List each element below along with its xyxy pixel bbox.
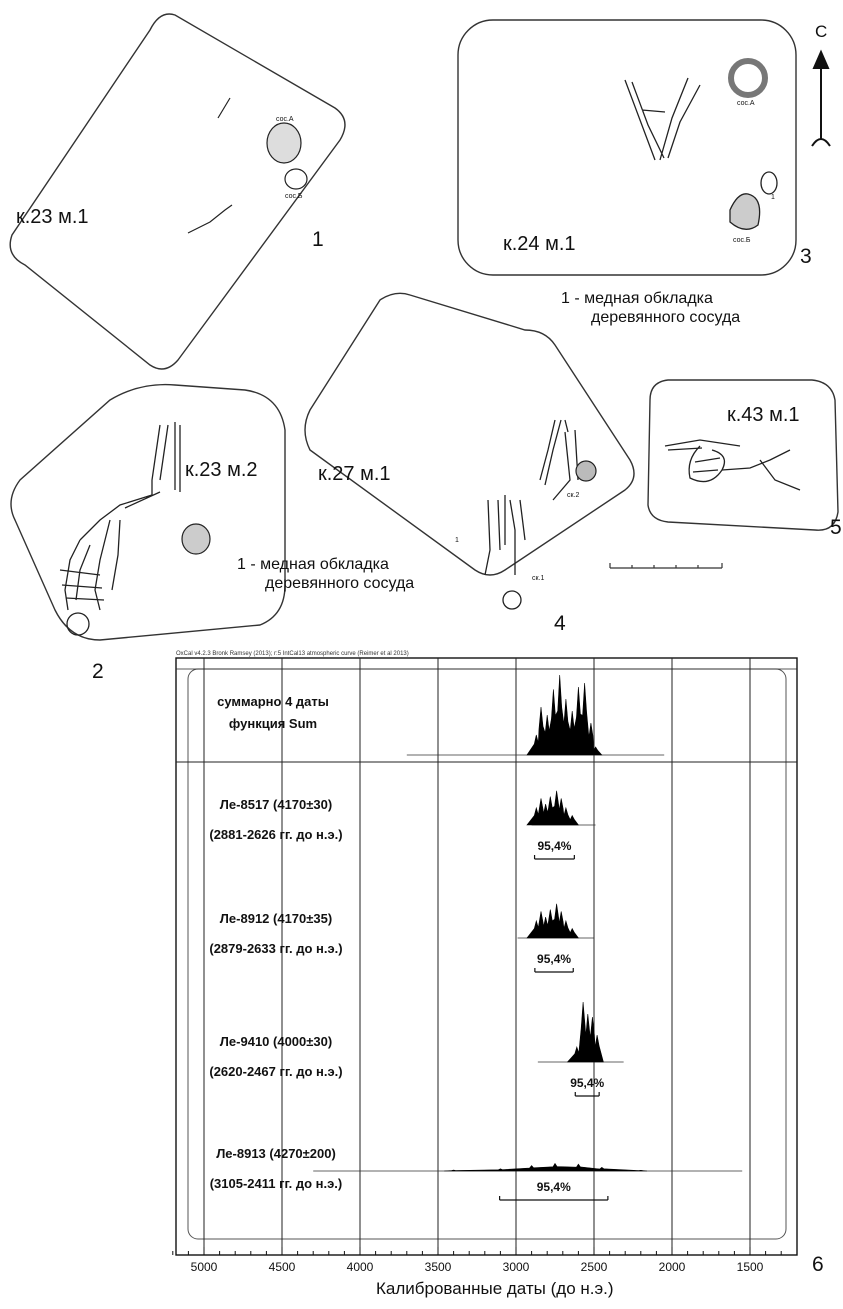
x-tick-label: 4000 <box>347 1260 374 1274</box>
skeleton-5 <box>664 439 801 491</box>
interval-label: 95,4% <box>537 1180 571 1194</box>
plan-3-label: к.24 м.1 <box>503 233 576 255</box>
plan-4-outline <box>304 292 635 576</box>
plan-2-number: 2 <box>92 660 104 683</box>
chart-header: OxCal v4.2.3 Bronk Ramsey (2013); r:5 In… <box>176 651 409 657</box>
plan-1-number: 1 <box>312 228 324 251</box>
vessel-a-1 <box>266 122 302 164</box>
x-tick-label: 2000 <box>659 1260 686 1274</box>
copper-marker-3: 1 <box>771 194 775 201</box>
copper-note-2: 1 - медная обкладка деревянного сосуда <box>237 555 457 593</box>
skeleton-2-label: ск.2 <box>567 492 580 499</box>
vessel-a-3 <box>728 58 768 98</box>
plan-5-outline <box>647 379 839 531</box>
interval-label: 95,4% <box>570 1076 604 1090</box>
x-tick-label: 2500 <box>581 1260 608 1274</box>
x-tick-label: 5000 <box>191 1260 218 1274</box>
bone-fragment-1b <box>187 204 233 234</box>
series-3-interval: (2620-2467 гг. до н.э.) <box>209 1064 343 1079</box>
series-2-interval: (2879-2633 гг. до н.э.) <box>209 941 343 956</box>
vessel-2 <box>181 523 211 555</box>
series-4-interval: (3105-2411 гг. до н.э.) <box>209 1176 343 1191</box>
interval-label: 95,4% <box>537 952 571 966</box>
plan-4-number: 4 <box>554 612 566 635</box>
series-4-name: Ле-8913 (4270±200) <box>216 1146 336 1161</box>
series-distribution <box>526 903 579 939</box>
scale-bar <box>609 563 723 569</box>
series-distribution <box>444 1162 648 1172</box>
chart-figure-number: 6 <box>812 1253 824 1276</box>
plan-1-outline <box>9 13 346 370</box>
skeleton-4 <box>484 419 579 610</box>
plan-2-label: к.23 м.2 <box>185 459 258 481</box>
series-distribution <box>566 1001 604 1063</box>
interval-label: 95,4% <box>537 839 571 853</box>
vessel-a-1-label: сос.А <box>276 116 294 123</box>
copper-note-1-line1: 1 - медная обкладка <box>561 290 713 307</box>
bone-fragment-1a <box>217 97 231 119</box>
x-axis-title: Калиброванные даты (до н.э.) <box>376 1279 614 1298</box>
series-3-label: Ле-9410 (4000±30) (2620-2467 гг. до н.э.… <box>186 1034 366 1080</box>
series-distribution <box>526 790 579 826</box>
plan-3-number: 3 <box>800 245 812 268</box>
series-1-interval: (2881-2626 гг. до н.э.) <box>209 827 343 842</box>
skeleton-2 <box>59 422 181 636</box>
copper-note-1-line2: деревянного сосуда <box>591 309 741 326</box>
series-3-name: Ле-9410 (4000±30) <box>219 1034 333 1049</box>
copper-note-1: 1 - медная обкладка деревянного сосуда <box>561 289 771 327</box>
plan-3-outline <box>457 19 797 276</box>
plan-2-outline <box>10 383 286 641</box>
copper-lining-3 <box>760 171 778 195</box>
vessel-a-3-label: сос.А <box>737 100 755 107</box>
series-2-name: Ле-8912 (4170±35) <box>219 911 333 926</box>
plan-5-label: к.43 м.1 <box>727 404 800 426</box>
sum-label-text: суммарно 4 даты функция Sum <box>217 694 329 731</box>
vessel-4 <box>575 460 597 482</box>
plan-1-label: к.23 м.1 <box>16 206 89 228</box>
x-tick-label: 3000 <box>503 1260 530 1274</box>
sum-label: суммарно 4 даты функция Sum <box>188 691 358 735</box>
copper-marker-4: 1 <box>455 537 459 544</box>
plan-4-label: к.27 м.1 <box>318 463 391 485</box>
x-tick-label: 3500 <box>425 1260 452 1274</box>
series-4-label: Ле-8913 (4270±200) (3105-2411 гг. до н.э… <box>186 1146 366 1192</box>
skeleton-1-label: ск.1 <box>532 575 545 582</box>
compass-letter: С <box>815 22 828 41</box>
copper-note-2-line2: деревянного сосуда <box>265 575 415 592</box>
series-distribution <box>526 674 603 756</box>
vessel-b-1-label: сос.Б <box>285 193 303 200</box>
series-1-name: Ле-8517 (4170±30) <box>219 797 333 812</box>
north-arrow-icon <box>811 49 831 147</box>
copper-note-2-line1: 1 - медная обкладка <box>237 556 389 573</box>
leg-bones-3 <box>624 77 701 161</box>
plan-5-number: 5 <box>830 516 842 539</box>
series-2-label: Ле-8912 (4170±35) (2879-2633 гг. до н.э.… <box>186 911 366 957</box>
chart-frame <box>175 657 798 1256</box>
x-tick-label: 4500 <box>269 1260 296 1274</box>
x-tick-label: 1500 <box>737 1260 764 1274</box>
vessel-b-3 <box>729 193 761 230</box>
vessel-b-1 <box>284 168 308 190</box>
burial-plans <box>9 13 839 641</box>
series-1-label: Ле-8517 (4170±30) (2881-2626 гг. до н.э.… <box>186 797 366 843</box>
vessel-b-3-label: сос.Б <box>733 237 751 244</box>
